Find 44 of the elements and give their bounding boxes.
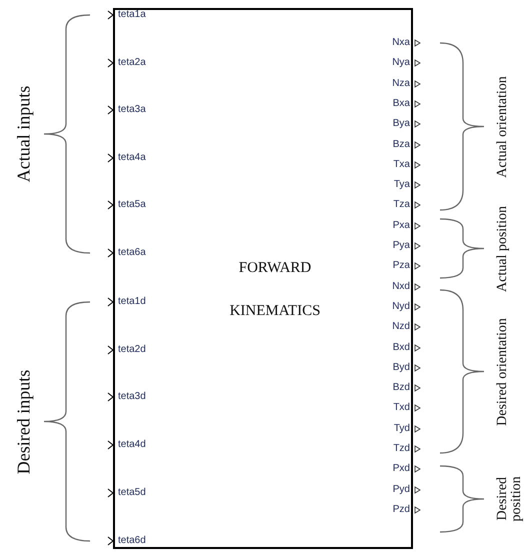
output-port-label: Nxd (392, 281, 410, 293)
group-label: Desired position (496, 475, 525, 524)
output-port-label: Pya (392, 240, 410, 252)
output-port-label: Pxa (392, 220, 410, 232)
input-port-label: teta2d (118, 344, 146, 356)
output-port-label: Tza (393, 199, 410, 211)
group-label: Actual position (496, 206, 511, 292)
output-port-label: Tyd (394, 423, 410, 435)
output-port-label: Pzd (392, 504, 410, 516)
output-port-label: Nza (392, 78, 410, 90)
output-port-label: Tya (394, 179, 410, 191)
output-port-label: Nya (392, 57, 410, 69)
input-port-label: teta2a (118, 57, 146, 69)
group-label: Desired orientation (496, 318, 511, 426)
input-port-label: teta6a (118, 247, 146, 259)
function-block (113, 8, 413, 549)
input-port-label: teta3d (118, 391, 146, 403)
output-port-label: Bza (392, 139, 410, 151)
output-port-label: Nzd (392, 321, 410, 333)
output-port-label: Txa (393, 159, 410, 171)
output-port-label: Byd (392, 362, 410, 374)
group-label: Actual inputs (14, 86, 34, 182)
input-port-label: teta4a (118, 152, 146, 164)
output-port-label: Nxa (392, 37, 410, 49)
output-port-label: Pyd (392, 484, 410, 496)
output-port-label: Bzd (392, 382, 410, 394)
output-port-label: Tzd (393, 443, 410, 455)
output-port-label: Bya (392, 118, 410, 130)
input-port-label: teta6d (118, 535, 146, 547)
output-port-label: Nyd (392, 301, 410, 313)
input-port-label: teta4d (118, 439, 146, 451)
group-label: Desired inputs (14, 369, 34, 474)
block-title: FORWARD KINEMATICS (228, 259, 322, 321)
output-port-label: Bxd (392, 342, 410, 354)
input-port-label: teta1a (118, 9, 146, 21)
input-port-label: teta5d (118, 487, 146, 499)
output-port-label: Bxa (392, 98, 410, 110)
output-port-label: Txd (393, 402, 410, 414)
input-port-label: teta5a (118, 199, 146, 211)
output-port-label: Pza (392, 260, 410, 272)
input-port-label: teta3a (118, 104, 146, 116)
input-port-label: teta1d (118, 296, 146, 308)
group-label: Actual orientation (496, 76, 511, 178)
output-port-label: Pxd (392, 463, 410, 475)
